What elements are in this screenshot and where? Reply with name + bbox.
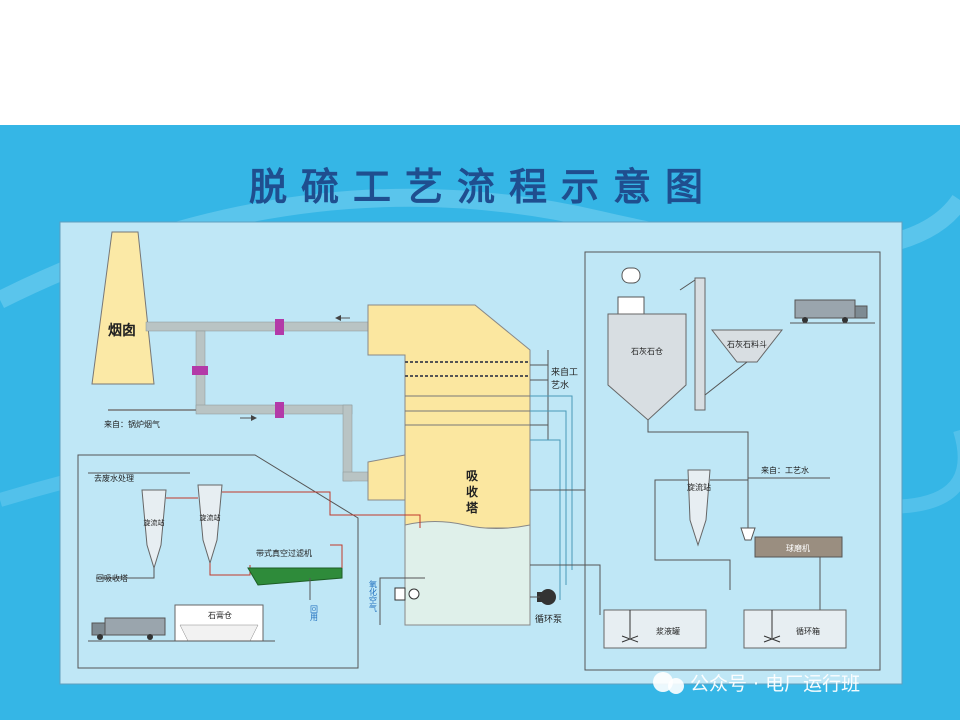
gypsum-slurry-line — [222, 491, 421, 528]
filter-water-line — [330, 544, 343, 568]
recirc-pipe — [530, 395, 573, 570]
absorber-label: 吸 — [466, 469, 479, 483]
ball-mill — [754, 536, 843, 558]
slurry-feed — [530, 564, 601, 615]
agitator-blade — [621, 635, 639, 643]
mill-feeder — [740, 527, 756, 541]
watermark-text: 公众号 · 电厂运行班 — [690, 673, 860, 695]
blower — [621, 267, 641, 284]
recirc-pipe — [530, 410, 567, 585]
boiler-flue-label: 来自：锅炉烟气 — [104, 419, 160, 429]
wechat-icon — [653, 672, 673, 692]
truck-wheel — [97, 634, 103, 640]
cyclone-right-label: 旋流站 — [687, 482, 711, 492]
ball-mill-label: 球磨机 — [786, 543, 810, 553]
recirc-pipe — [530, 439, 561, 600]
limestone-hopper-label: 石灰石料斗 — [727, 339, 767, 349]
gypsum-truck — [91, 622, 106, 636]
slurry-tank-label: 浆液罐 — [656, 626, 680, 636]
gypsum-chute — [179, 624, 259, 642]
absorber-inlet-box — [367, 454, 406, 501]
reuse-label: 回用 — [310, 605, 319, 622]
gypsum-panel — [77, 454, 359, 669]
oxidation-air-label: 氧化空气 — [369, 579, 378, 612]
bucket-elevator — [694, 277, 706, 411]
slurry-tank — [603, 609, 707, 649]
limestone-panel — [584, 251, 881, 671]
delivery-truck — [794, 299, 856, 319]
wastewater-label: 去废水处理 — [94, 473, 134, 483]
damper — [192, 366, 208, 375]
circulation-pump-label: 循环泵 — [535, 613, 562, 625]
return-line — [96, 568, 155, 579]
truck-wheel — [147, 634, 153, 640]
oxidation-air-blower — [408, 588, 420, 600]
oxidation-air-pipe — [379, 577, 425, 625]
duct-top — [145, 321, 369, 332]
circulation-tank — [743, 609, 847, 649]
belt-filter-label: 带式真空过滤机 — [256, 548, 312, 558]
conveyor-line — [679, 279, 696, 291]
limestone-silo-label: 石灰石仓 — [631, 346, 663, 356]
hopper-link — [704, 361, 748, 396]
gypsum-silo-label: 石膏仓 — [208, 610, 232, 620]
delivery-truck — [854, 305, 868, 319]
cyclone-left-1-label: 旋流站 — [144, 518, 165, 527]
circulation-tank-label: 循环箱 — [796, 626, 820, 636]
diagram-title: 脱硫工艺流程示意图 — [249, 165, 717, 209]
damper — [275, 402, 284, 418]
dust-collector — [617, 296, 645, 315]
cyclone-right — [687, 469, 711, 547]
limestone-feed — [647, 420, 749, 530]
truck-wheel — [802, 317, 808, 323]
return-tower-label: 回吸收塔 — [96, 573, 128, 583]
absorber-label: 塔 — [466, 500, 479, 515]
agitator-blade — [763, 635, 781, 643]
truck-wheel — [842, 317, 848, 323]
limestone-silo — [607, 313, 687, 421]
chimney-label: 烟囱 — [108, 322, 136, 339]
wechat-icon — [668, 678, 684, 694]
process-water-label: 来自工 — [551, 366, 578, 378]
circulation-pump — [537, 592, 546, 602]
slurry-surface — [404, 521, 531, 626]
duct-bottom — [195, 404, 353, 415]
cyclone-left-2 — [197, 484, 223, 565]
limestone-hopper — [710, 329, 784, 363]
cyclone-link — [654, 479, 731, 590]
damper — [275, 319, 284, 335]
cyclone-left-1 — [141, 489, 167, 570]
cyclone-left-2-label: 旋流站 — [200, 513, 221, 522]
gypsum-truck — [104, 617, 166, 636]
belt-vacuum-filter — [247, 567, 343, 586]
process-water-right-label: 来自：工艺水 — [761, 465, 809, 475]
oxidation-air-valve — [394, 587, 406, 601]
duct-down — [342, 404, 353, 482]
process-water-label: 艺水 — [551, 379, 569, 391]
chimney — [91, 231, 155, 385]
absorber-label: 收 — [466, 484, 478, 499]
